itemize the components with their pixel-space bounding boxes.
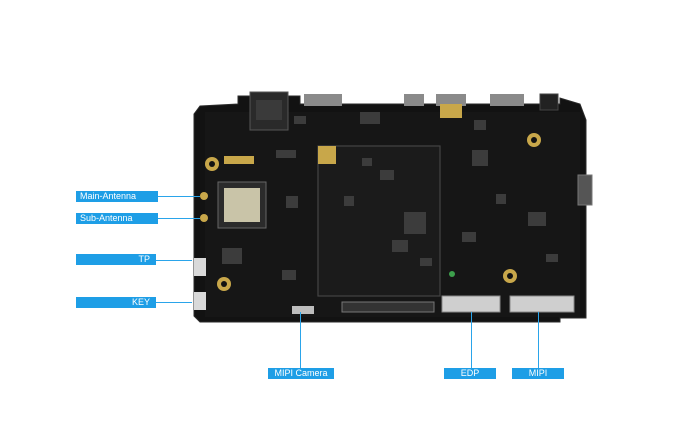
mounting-hole-4-center xyxy=(507,273,513,279)
tp-leader xyxy=(154,260,192,261)
usb-connector-3 xyxy=(436,94,466,106)
usb-connector-2 xyxy=(404,94,424,106)
key-label: KEY xyxy=(76,297,156,308)
gpio-header xyxy=(341,301,435,313)
mipi-connector xyxy=(509,295,575,313)
edp-connector xyxy=(441,295,501,313)
usb-connector-4 xyxy=(490,94,524,106)
mounting-hole-1-center xyxy=(209,161,215,167)
sub-antenna-leader xyxy=(156,218,200,219)
mipi-camera-leader xyxy=(300,312,301,368)
component-clusters xyxy=(222,112,558,280)
mounting-hole-3-center xyxy=(531,137,537,143)
wifi-module-can xyxy=(224,188,260,222)
mipi-leader xyxy=(538,312,539,368)
side-connector xyxy=(577,174,593,206)
soc-gold-corner xyxy=(318,146,336,164)
main-antenna-label: Main-Antenna xyxy=(76,191,158,202)
usb-connector-1 xyxy=(304,94,342,106)
mipi-camera-connector xyxy=(292,306,314,314)
main-antenna-connector xyxy=(200,192,208,200)
gold-pad-2 xyxy=(440,104,462,118)
tp-label: TP xyxy=(76,254,156,265)
edp-leader xyxy=(471,312,472,368)
audio-jack xyxy=(539,93,559,111)
edp-label: EDP xyxy=(444,368,496,379)
sub-antenna-label: Sub-Antenna xyxy=(76,213,158,224)
mipi-label: MIPI xyxy=(512,368,564,379)
mipi-camera-label: MIPI Camera xyxy=(268,368,334,379)
sub-antenna-connector xyxy=(200,214,208,222)
gold-pad-1 xyxy=(224,156,254,164)
key-leader xyxy=(154,302,192,303)
mounting-hole-2-center xyxy=(221,281,227,287)
status-led xyxy=(449,271,455,277)
key-connector xyxy=(194,292,206,310)
main-antenna-leader xyxy=(156,196,200,197)
sd-card-contacts xyxy=(256,100,282,120)
tp-connector xyxy=(194,258,206,276)
